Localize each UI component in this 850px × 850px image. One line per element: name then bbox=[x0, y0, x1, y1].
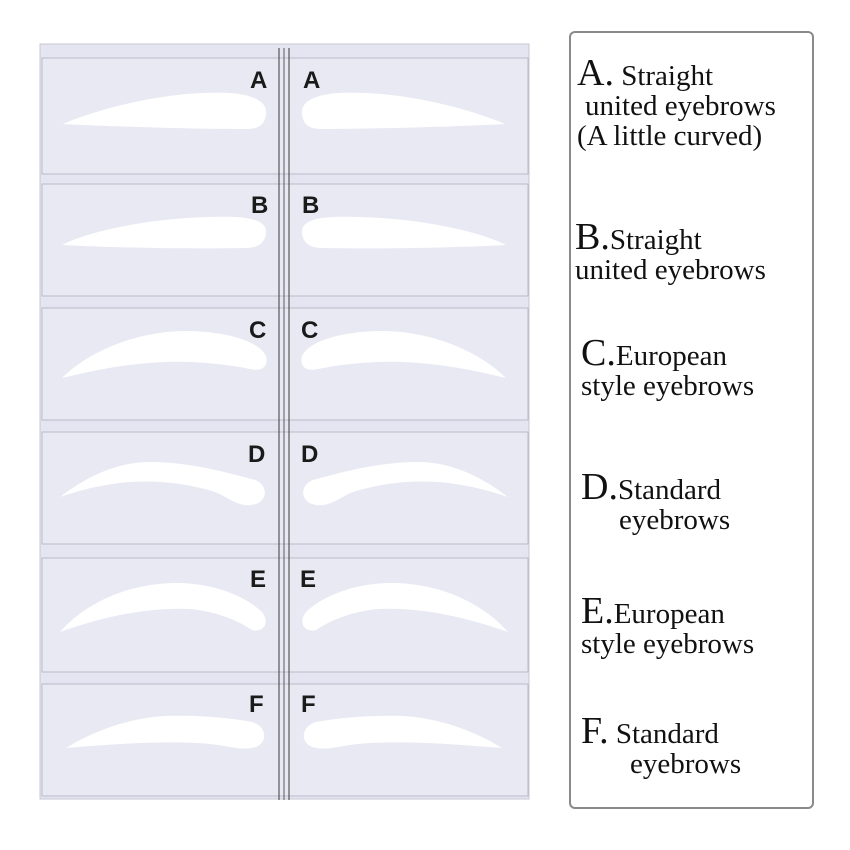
legend-line: united eyebrows bbox=[585, 90, 776, 122]
legend-line: Standard bbox=[615, 718, 719, 750]
legend-line: Straight bbox=[621, 60, 714, 92]
left-brow-cutout bbox=[62, 330, 267, 378]
stencil-row-b: B B bbox=[41, 183, 529, 297]
right-brow-cutout bbox=[303, 715, 502, 749]
stencil-card bbox=[41, 557, 529, 673]
legend-key: C. bbox=[581, 332, 616, 374]
stencil-row-c: C C bbox=[41, 307, 529, 421]
legend-item-c: C.European style eyebrows bbox=[581, 334, 755, 402]
stencil-row-a: A A bbox=[41, 57, 529, 175]
stencil-letter-right: D bbox=[301, 441, 318, 468]
stencil-letter-right: A bbox=[303, 67, 320, 94]
legend-line: Straight bbox=[609, 224, 702, 256]
right-brow-cutout bbox=[301, 330, 506, 378]
stencil-row-f: F F bbox=[41, 683, 529, 797]
legend-item-d: D.Standard eyebrows bbox=[581, 468, 731, 536]
legend-line: style eyebrows bbox=[581, 628, 755, 660]
legend-panel bbox=[569, 31, 814, 809]
stencil-letter-left: E bbox=[250, 566, 266, 593]
legend-item-a: A. Straight united eyebrows (A little cu… bbox=[577, 54, 776, 152]
legend-item-b: B.Straight united eyebrows bbox=[575, 218, 766, 286]
left-brow-cutout bbox=[60, 582, 266, 632]
right-brow-cutout bbox=[302, 582, 508, 632]
stencil-row-d: D D bbox=[41, 431, 529, 545]
legend-key: B. bbox=[575, 216, 610, 258]
legend-item-f: F. Standard eyebrows bbox=[581, 712, 742, 780]
stencil-card bbox=[41, 431, 529, 545]
stencil-letter-left: F bbox=[249, 691, 264, 718]
right-brow-cutout bbox=[301, 92, 505, 129]
legend-key: F. bbox=[581, 710, 609, 752]
left-brow-cutout bbox=[62, 216, 267, 249]
stencil-letter-right: B bbox=[302, 192, 319, 219]
right-brow-cutout bbox=[301, 216, 506, 249]
legend-item-e: E.European style eyebrows bbox=[581, 592, 755, 660]
legend-line: European bbox=[615, 340, 727, 372]
legend-line: European bbox=[613, 598, 725, 630]
stencil-letter-left: D bbox=[248, 441, 265, 468]
stencil-letter-right: E bbox=[300, 566, 316, 593]
legend-line: style eyebrows bbox=[581, 370, 755, 402]
legend-key: D. bbox=[581, 466, 618, 508]
legend-line: eyebrows bbox=[630, 748, 742, 780]
left-brow-cutout bbox=[66, 715, 265, 749]
legend-key: E. bbox=[581, 590, 614, 632]
stencil-letter-left: C bbox=[249, 317, 266, 344]
stencil-row-e: E E bbox=[41, 557, 529, 673]
stencil-letter-left: A bbox=[250, 67, 267, 94]
legend-line: Standard bbox=[617, 474, 722, 506]
legend-line: united eyebrows bbox=[575, 254, 766, 286]
stencil-letter-right: C bbox=[301, 317, 318, 344]
left-brow-cutout bbox=[63, 92, 267, 129]
stencil-letter-left: B bbox=[251, 192, 268, 219]
right-brow-cutout bbox=[303, 462, 508, 506]
stencil-sheet: A A B B C C D D E E F F bbox=[39, 43, 530, 800]
left-brow-cutout bbox=[60, 462, 265, 506]
stencil-letter-right: F bbox=[301, 691, 316, 718]
legend-line: eyebrows bbox=[619, 504, 731, 536]
legend-key: A. bbox=[577, 52, 614, 94]
legend-line: (A little curved) bbox=[577, 120, 763, 152]
